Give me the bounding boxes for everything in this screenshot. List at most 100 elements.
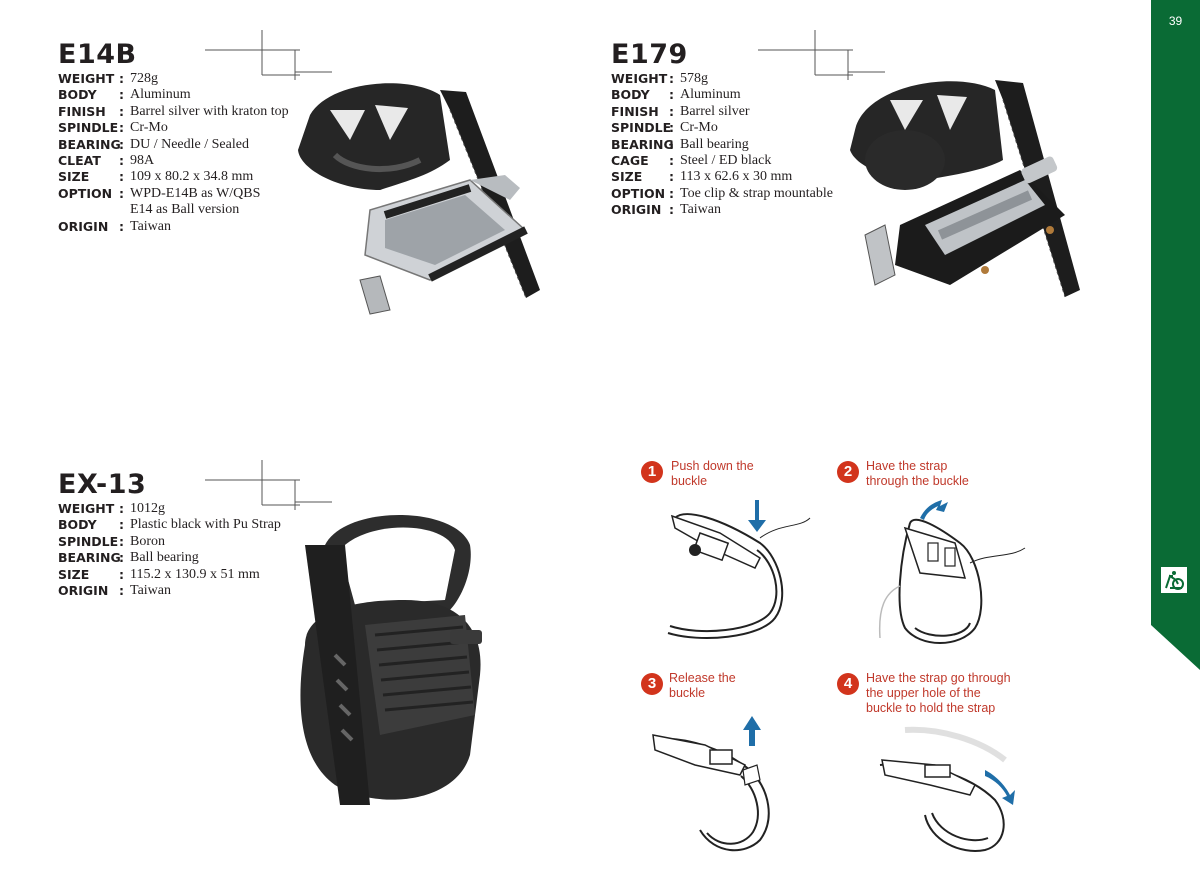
spec-value: Cr-Mo	[130, 120, 168, 136]
spec-row: BODY:Plastic black with Pu Strap	[58, 517, 281, 533]
spec-row: ORIGIN:Taiwan	[58, 583, 172, 599]
step-number-badge: 3	[641, 673, 663, 695]
spec-row: BEARING:DU / Needle / Sealed	[58, 136, 249, 152]
spec-row: SIZE:113 x 62.6 x 30 mm	[611, 169, 793, 185]
exercise-bike-icon	[1161, 567, 1187, 593]
spec-value: 578g	[680, 71, 708, 86]
spec-row: WEIGHT:578g	[611, 71, 708, 86]
side-tab	[1151, 0, 1200, 670]
spec-label	[58, 202, 119, 218]
spec-value: 1012g	[130, 501, 165, 516]
spec-row: WEIGHT:728g	[58, 71, 158, 86]
spec-value: Steel / ED black	[680, 153, 772, 169]
spec-row: SPINDLE:Cr-Mo	[58, 120, 168, 136]
spec-label: SPINDLE	[58, 533, 119, 549]
e179-pedal-image	[850, 80, 1080, 298]
spec-label: SIZE	[58, 566, 90, 582]
decorative-lines	[205, 460, 332, 510]
spec-row: CLEAT:98A	[58, 153, 155, 169]
spec-label: CAGE	[611, 153, 649, 169]
spec-value: Cr-Mo	[680, 120, 718, 136]
step-2-illustration	[878, 500, 1026, 644]
spec-value: 113 x 62.6 x 30 mm	[680, 169, 793, 185]
step-4-text: Have the strap go through the upper hole…	[866, 671, 1011, 715]
spec-value: 109 x 80.2 x 34.8 mm	[130, 169, 254, 185]
ex13-pedal-image	[300, 515, 482, 805]
step-number-badge: 4	[837, 673, 859, 695]
spec-row: BEARING:Ball bearing	[611, 136, 749, 152]
step-3-text: Release the buckle	[669, 671, 736, 700]
spec-label: BEARING	[58, 136, 121, 152]
spec-label: CLEAT	[58, 153, 101, 169]
spec-row: ORIGIN:Taiwan	[611, 202, 722, 218]
spec-row: BODY:Aluminum	[58, 87, 191, 103]
spec-label: ORIGIN	[58, 218, 109, 234]
page-number: 39	[1168, 14, 1183, 28]
spec-value: Aluminum	[130, 87, 191, 103]
spec-value: Ball bearing	[130, 550, 199, 566]
product-model-e179: E179	[611, 39, 688, 70]
spec-list-ex13: WEIGHT:1012g BODY:Plastic black with Pu …	[58, 501, 281, 599]
spec-label: WEIGHT	[611, 71, 668, 86]
spec-label: WEIGHT	[58, 501, 115, 516]
e14b-pedal-image	[298, 83, 540, 315]
spec-row: SPINDLE:Boron	[58, 533, 165, 549]
spec-value: Boron	[130, 533, 165, 549]
spec-label: BODY	[611, 87, 650, 103]
spec-value: Aluminum	[680, 87, 741, 103]
spec-label: FINISH	[611, 103, 659, 119]
spec-row: SIZE:109 x 80.2 x 34.8 mm	[58, 169, 254, 185]
step-number-badge: 2	[837, 461, 859, 483]
spec-value: E14 as Ball version	[130, 202, 240, 218]
spec-value: Taiwan	[680, 202, 722, 218]
spec-row: OPTION:Toe clip & strap mountable	[611, 185, 833, 201]
spec-value: WPD-E14B as W/QBS	[130, 185, 261, 201]
spec-row: SPINDLE:Cr-Mo	[611, 120, 718, 136]
spec-label: BEARING	[611, 136, 674, 152]
spec-row: BODY:Aluminum	[611, 87, 741, 103]
spec-value: 98A	[130, 153, 155, 169]
spec-label: BODY	[58, 517, 97, 533]
product-model-ex13: EX-13	[58, 469, 147, 500]
spec-row: ORIGIN:Taiwan	[58, 218, 172, 234]
spec-value: Toe clip & strap mountable	[680, 185, 833, 201]
decorative-lines	[205, 30, 332, 80]
step-1-illustration	[667, 500, 811, 639]
spec-value: Ball bearing	[680, 136, 749, 152]
spec-value: 115.2 x 130.9 x 51 mm	[130, 566, 260, 582]
decorative-lines	[758, 30, 885, 80]
spec-label: SPINDLE	[611, 120, 672, 136]
spec-list-e14b: WEIGHT:728g BODY:Aluminum FINISH:Barrel …	[58, 71, 289, 235]
spec-value: Barrel silver with kraton top	[130, 103, 289, 119]
spec-label: ORIGIN	[58, 583, 109, 599]
spec-label: SIZE	[611, 169, 643, 185]
spec-row: BEARING:Ball bearing	[58, 550, 199, 566]
step-4-illustration	[879, 726, 1015, 852]
spec-label: OPTION	[58, 185, 113, 201]
spec-row: WEIGHT:1012g	[58, 501, 165, 516]
step-3-illustration	[652, 716, 770, 852]
spec-list-e179: WEIGHT:578g BODY:Aluminum FINISH:Barrel …	[611, 71, 833, 219]
spec-value: 728g	[130, 71, 158, 86]
spec-row: OPTION:WPD-E14B as W/QBS	[58, 185, 261, 201]
spec-row: FINISH:Barrel silver	[611, 103, 750, 119]
step-1-text: Push down the buckle	[671, 459, 754, 488]
spec-label: OPTION	[611, 185, 666, 201]
step-2-text: Have the strap through the buckle	[866, 459, 969, 488]
spec-label: BODY	[58, 87, 97, 103]
spec-row: CAGE:Steel / ED black	[611, 153, 772, 169]
spec-label: ORIGIN	[611, 202, 662, 218]
spec-value: Plastic black with Pu Strap	[130, 517, 281, 533]
spec-label: SPINDLE	[58, 120, 119, 136]
spec-value: Taiwan	[130, 218, 172, 234]
step-number-badge: 1	[641, 461, 663, 483]
spec-value: DU / Needle / Sealed	[130, 136, 249, 152]
spec-row: FINISH:Barrel silver with kraton top	[58, 103, 289, 119]
spec-row: SIZE:115.2 x 130.9 x 51 mm	[58, 566, 260, 582]
spec-row: E14 as Ball version	[58, 202, 289, 218]
spec-label: BEARING	[58, 550, 121, 566]
spec-value: Barrel silver	[680, 103, 750, 119]
spec-value: Taiwan	[130, 583, 172, 599]
spec-label: FINISH	[58, 103, 106, 119]
product-model-e14b: E14B	[58, 39, 137, 70]
